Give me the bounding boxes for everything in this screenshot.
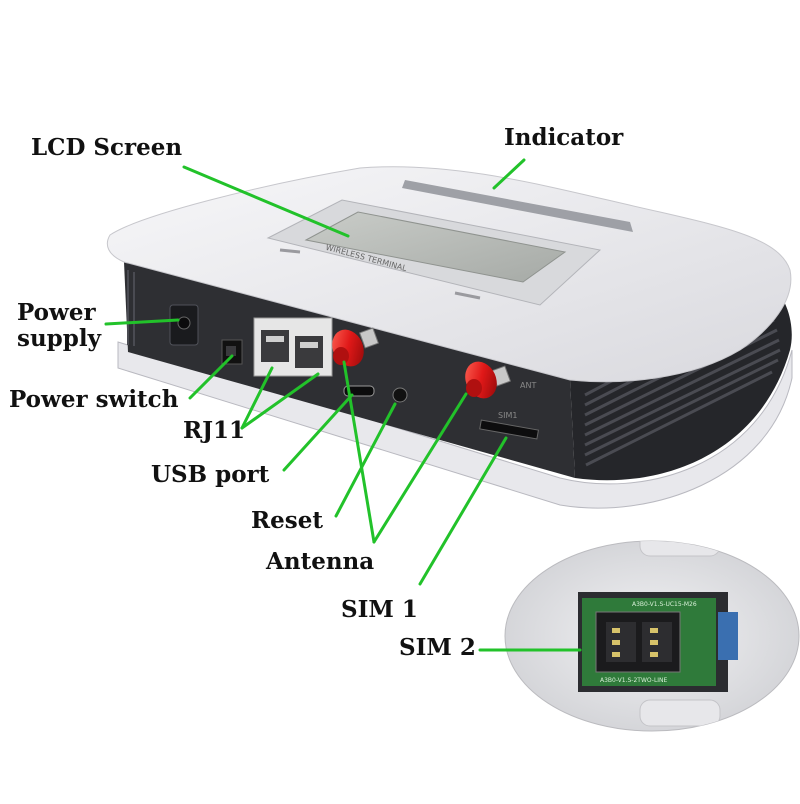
leader-antenna-a — [342, 360, 376, 544]
lcd-mark-left — [279, 248, 301, 254]
leader-usb — [282, 393, 354, 472]
pcb-top-text: A3B0-V1.S-UC15-M26 — [632, 601, 697, 608]
label-sim1: SIM 1 — [341, 596, 418, 623]
leader-sim1 — [418, 436, 508, 586]
pcb-bottom-text: A3B0-V1.S-2TWO-LINE — [600, 677, 668, 684]
rj11-ports-hw — [253, 317, 333, 377]
label-indicator: Indicator — [504, 124, 624, 151]
reset-button-hw — [392, 387, 408, 403]
label-power-supply: Power supply — [17, 299, 101, 353]
lcd-mark-right — [454, 291, 481, 300]
case-right-side — [570, 280, 792, 481]
sim2-zoom-inset: A3B0-V1.S-UC15-M26 A3B0-V1.S-2TWO-LINE — [504, 540, 800, 732]
power-switch-knob — [226, 346, 236, 356]
case-bottom-shell — [117, 341, 793, 509]
case-front-panel — [124, 262, 575, 478]
leader-lines — [104, 158, 582, 652]
label-reset: Reset — [251, 507, 323, 534]
leader-antenna-b — [372, 392, 468, 544]
label-antenna: Antenna — [266, 548, 375, 575]
sim1-small-text: SIM1 — [498, 411, 517, 420]
leader-reset — [334, 402, 397, 518]
antenna-connector-1 — [332, 327, 379, 367]
label-sim2: SIM 2 — [399, 634, 476, 661]
left-vents — [127, 270, 135, 346]
indicator-strip — [402, 180, 633, 232]
label-power-switch: Power switch — [9, 386, 179, 413]
label-lcd-screen: LCD Screen — [31, 134, 183, 161]
leader-rj11-a — [240, 366, 274, 430]
usb-port-hw — [343, 385, 375, 397]
label-usb-port: USB port — [151, 461, 270, 488]
leader-lcd — [182, 165, 350, 238]
label-rj11: RJ11 — [183, 417, 246, 444]
lcd-screen — [304, 211, 567, 283]
ant-small-text: ANT — [520, 381, 536, 390]
antenna-connector-2 — [465, 361, 511, 399]
leader-power-switch — [188, 354, 234, 400]
power-jack-hole — [177, 316, 191, 330]
leader-power-supply — [104, 318, 180, 326]
leader-rj11-b — [240, 372, 320, 430]
leader-indicator — [492, 158, 526, 190]
sim1-slot-hw — [479, 419, 540, 440]
